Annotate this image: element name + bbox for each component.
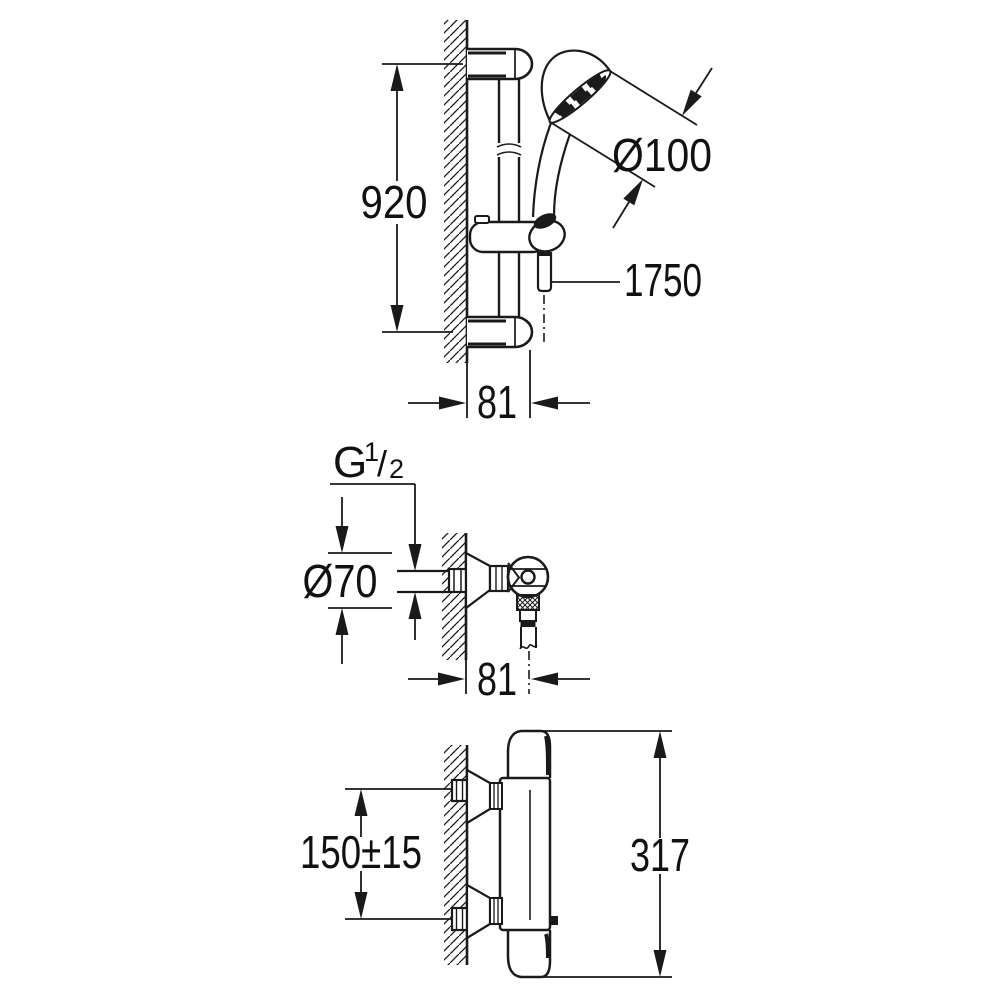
dim-label-rail-height: 920 — [361, 176, 428, 228]
thermostat-body — [498, 776, 558, 932]
dim-head-diameter: Ø100 — [549, 67, 713, 229]
dim-hose-length: 1750 — [551, 254, 702, 306]
dim-overall-height: 317 — [538, 730, 690, 978]
dim-label-overall-height: 317 — [630, 829, 690, 881]
dim-wall-offset-top: 81 — [408, 350, 590, 428]
thermostat-knob-bottom — [506, 930, 552, 979]
union-hose-outlet — [516, 594, 540, 694]
hose-coupling-nut — [516, 594, 540, 611]
dim-label-wall-offset-top: 81 — [477, 376, 517, 428]
handle-grip-band — [533, 213, 557, 229]
wall-hatching-top — [444, 20, 467, 363]
thermostat-knob-top — [506, 729, 552, 778]
dim-escutcheon-diameter: Ø70 — [303, 497, 392, 664]
dim-connection-spacing: 150±15 — [300, 788, 452, 920]
thread-label-numerator: 1 — [364, 437, 379, 467]
wall-hatching-bottom — [444, 745, 467, 965]
holder-clamp-tab — [474, 215, 490, 224]
union-body — [506, 555, 550, 599]
rail-bottom-bracket — [467, 315, 534, 349]
dim-thread-size: G 1 / 2 — [330, 437, 422, 640]
connection-top — [450, 768, 503, 825]
supply-pipe — [397, 567, 468, 594]
dim-label-connection-spacing: 150±15 — [300, 826, 422, 878]
dim-label-hose-length: 1750 — [624, 254, 702, 306]
rail-set-side-view: 920 Ø100 1750 81 — [361, 20, 713, 428]
dim-label-head-diameter: Ø100 — [612, 129, 712, 181]
wall-hatching-middle — [442, 533, 466, 660]
thread-nipple — [447, 567, 468, 594]
thread-label-g: G — [333, 438, 367, 487]
dim-label-escutcheon-diameter: Ø70 — [303, 555, 378, 607]
dim-label-wall-offset-middle: 81 — [477, 653, 517, 705]
wall-union-side-view: G 1 / 2 Ø70 81 — [303, 437, 590, 705]
rail-top-bracket — [467, 47, 534, 81]
thread-label-slash: / — [377, 443, 387, 484]
shower-hose-top — [536, 252, 553, 345]
connection-bottom — [450, 883, 503, 940]
dim-rail-height: 920 — [361, 63, 463, 333]
hand-shower — [531, 49, 612, 218]
hose-break-line — [519, 644, 538, 650]
shower-rail — [496, 79, 522, 317]
union-center-hole — [520, 569, 536, 585]
handle-inner-edge — [552, 133, 572, 217]
thread-label-denominator: 2 — [389, 454, 404, 484]
thermostat-side-view: 150±15 317 — [300, 729, 690, 979]
rail-slider-holder — [468, 213, 566, 254]
handle-outer-edge — [531, 122, 553, 218]
bottom-outlet-nub — [550, 916, 558, 925]
union-escutcheon — [464, 551, 510, 611]
dim-wall-offset-middle: 81 — [408, 653, 590, 705]
